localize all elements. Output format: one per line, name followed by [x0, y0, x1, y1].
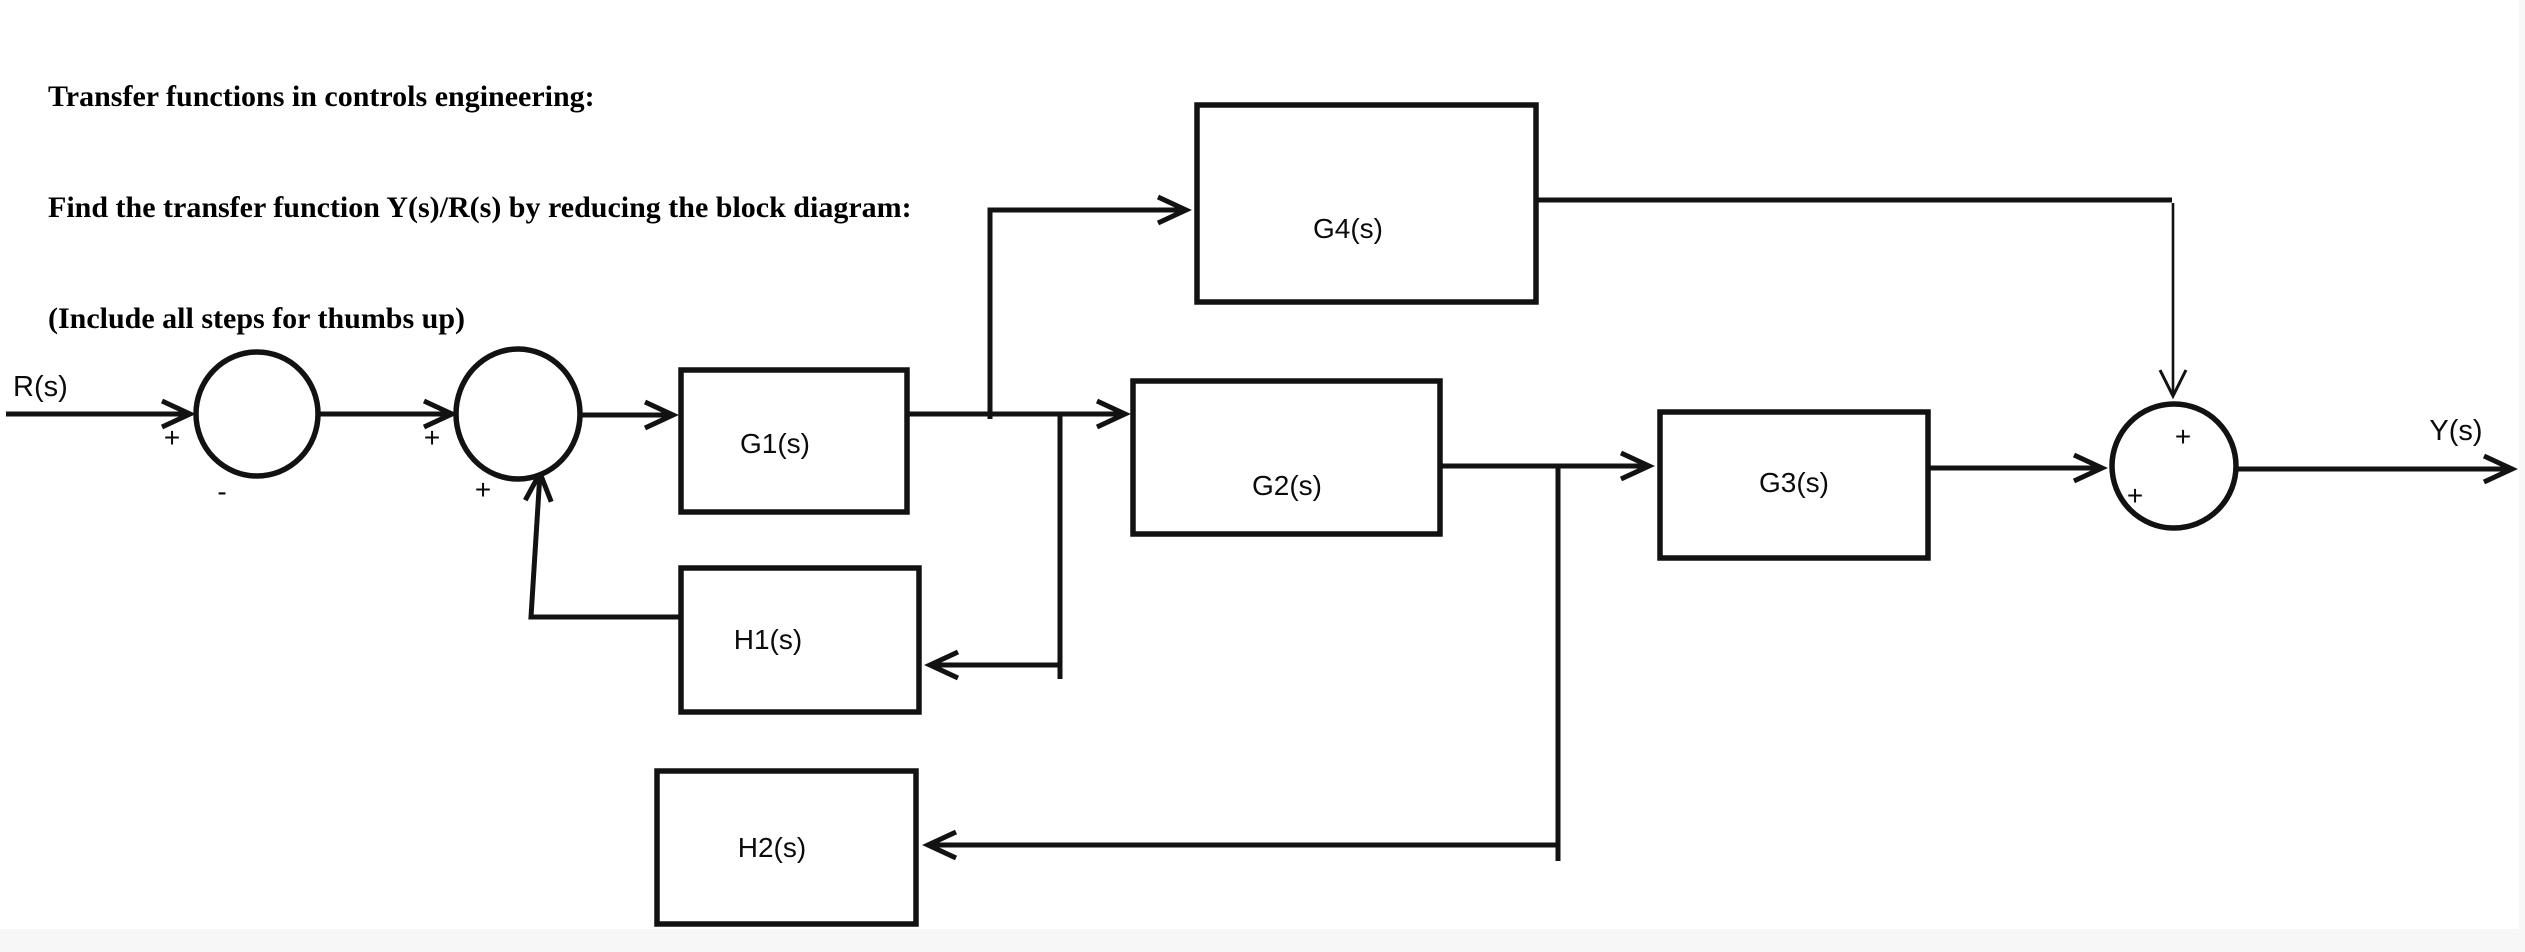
title-line-3: (Include all steps for thumbs up) — [48, 302, 466, 335]
block-g4 — [1194, 102, 1539, 305]
block-g2-label: G2(s) — [1252, 470, 1322, 501]
input-signal-label: R(s) — [13, 371, 68, 403]
sum2-input-sign: + — [424, 422, 440, 453]
summing-junction-2 — [453, 346, 583, 482]
sum1-input-sign: + — [164, 422, 180, 453]
block-g2 — [1130, 378, 1443, 537]
block-h2-label: H2(s) — [738, 832, 806, 863]
problem-title: Transfer functions in controls engineeri… — [48, 4, 912, 411]
right-edge-strip — [2519, 0, 2525, 952]
block-g3-label: G3(s) — [1759, 467, 1829, 498]
block-h1-label: H1(s) — [734, 624, 802, 655]
output-signal-label: Y(s) — [2429, 415, 2482, 447]
block-h1 — [678, 565, 922, 715]
title-line-2: Find the transfer function Y(s)/R(s) by … — [48, 191, 912, 224]
block-g1-label: G1(s) — [740, 428, 810, 459]
block-h2 — [654, 768, 919, 927]
title-line-1: Transfer functions in controls engineeri… — [48, 80, 595, 113]
wire-h1-to-sum2 — [523, 467, 681, 620]
sum1-feedback-sign: - — [217, 476, 226, 507]
sum2-feedback-sign: + — [475, 474, 491, 505]
sum3-left-sign: + — [2127, 480, 2143, 511]
block-g3 — [1657, 409, 1931, 561]
bottom-strip — [0, 929, 2525, 952]
summing-junction-3 — [2109, 401, 2239, 531]
branch-g1-to-g4 — [987, 194, 1192, 419]
summing-junction-1 — [193, 349, 321, 479]
branch-g1-to-h1 — [924, 414, 1063, 681]
sum3-top-sign: + — [2175, 421, 2191, 452]
block-g4-label: G4(s) — [1313, 213, 1383, 244]
block-g1 — [678, 367, 910, 515]
